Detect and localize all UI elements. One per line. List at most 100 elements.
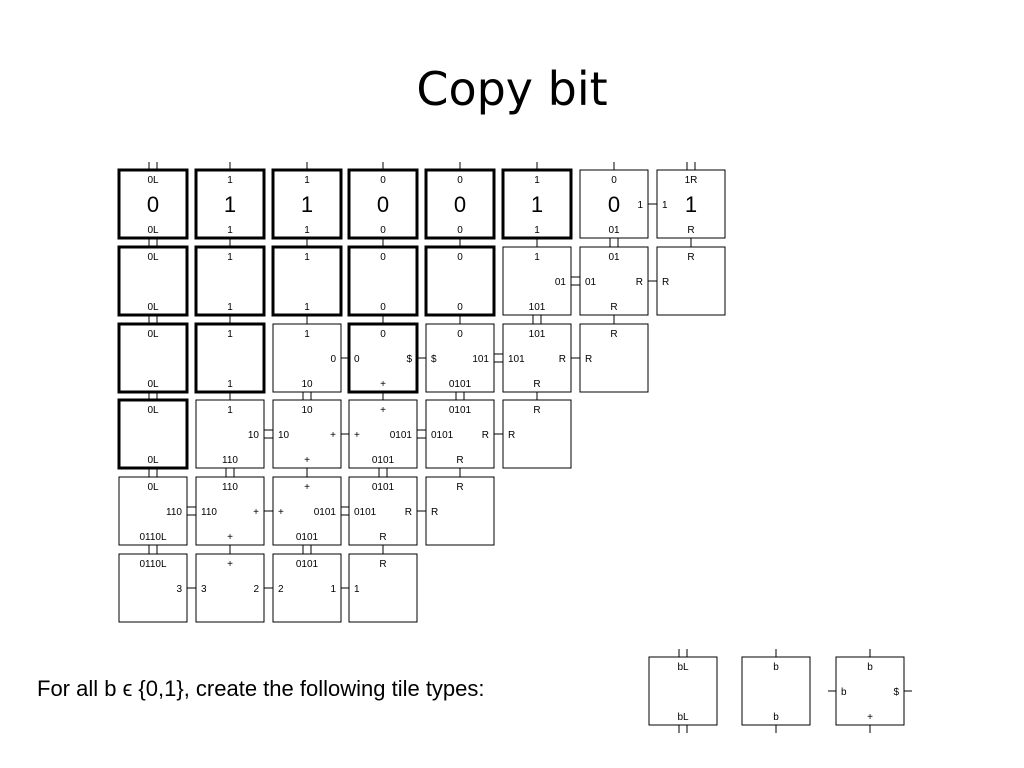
tile-bit-value: 1 <box>685 192 697 217</box>
tile-west-label: 0101 <box>431 430 454 441</box>
tile-north-label: 0L <box>147 482 159 493</box>
tile-east-label: 01 <box>555 277 567 288</box>
tile-north-label: bL <box>677 662 689 673</box>
tile-north-label: + <box>304 482 310 493</box>
tile-north-label: R <box>379 559 386 570</box>
tile-north-label: 0 <box>457 252 463 263</box>
seed-tile <box>194 168 266 240</box>
tile-north-label: 1 <box>227 252 233 263</box>
tile-east-label: R <box>405 507 412 518</box>
tile <box>348 399 418 469</box>
seed-tile <box>117 398 189 470</box>
tile-north-label: + <box>380 405 386 416</box>
tile-south-label: bL <box>677 712 689 723</box>
seed-tile <box>424 168 496 240</box>
seed-tile <box>117 168 189 240</box>
tile-west-label: 2 <box>278 584 284 595</box>
tile-west-label: 10 <box>278 430 290 441</box>
tile-south-label: 1 <box>227 302 233 313</box>
tile-north-label: 110 <box>222 482 238 493</box>
tile <box>502 399 572 469</box>
caption-text: For all b ϵ {0,1}, create the following … <box>37 676 485 701</box>
tile-south-label: 0L <box>147 302 159 313</box>
tile-west-label: 0101 <box>354 507 377 518</box>
tile <box>425 476 495 546</box>
tile-west-label: R <box>508 430 515 441</box>
tile-north-label: 0 <box>380 252 386 263</box>
tile <box>272 553 342 623</box>
tile-south-label: + <box>380 379 386 390</box>
tile <box>118 553 188 623</box>
tile-south-label: 1 <box>304 302 310 313</box>
tile-north-label: 1R <box>685 175 698 186</box>
tile-south-label: R <box>456 455 463 466</box>
tile-east-label: R <box>559 354 566 365</box>
tile-south-label: R <box>533 379 540 390</box>
tile-north-label: 0101 <box>449 405 472 416</box>
tile <box>648 656 718 726</box>
tile-north-label: 0L <box>147 252 159 263</box>
tile <box>656 246 726 316</box>
tile-bit-value: 0 <box>377 192 389 217</box>
tile-north-label: 0101 <box>372 482 395 493</box>
tile-south-label: + <box>227 532 233 543</box>
tile <box>425 323 495 393</box>
tile-west-label: + <box>278 507 284 518</box>
tile-east-label: 0101 <box>390 430 413 441</box>
tile-south-label: 0 <box>457 225 463 236</box>
tile-west-label: 110 <box>201 507 217 518</box>
tile-south-label: 0110L <box>139 532 167 543</box>
tile-west-label: + <box>354 430 360 441</box>
tile-north-label: 0 <box>611 175 617 186</box>
seed-tile <box>347 245 419 317</box>
tile-east-label: R <box>482 430 489 441</box>
tile <box>118 476 188 546</box>
tile-south-label: + <box>304 455 310 466</box>
tile-south-label: 0L <box>147 455 159 466</box>
tile-west-label: R <box>662 277 669 288</box>
tile-south-label: 0 <box>380 302 386 313</box>
tile-east-label: 0 <box>330 354 336 365</box>
tile-west-label: 1 <box>662 200 668 211</box>
tile-east-label: 10 <box>248 430 260 441</box>
tile-south-label: 0L <box>147 379 159 390</box>
tile <box>425 399 495 469</box>
tile-west-label: 1 <box>354 584 360 595</box>
tile-south-label: + <box>867 712 873 723</box>
tile-north-label: 01 <box>608 252 620 263</box>
tile <box>579 323 649 393</box>
tile-east-label: 101 <box>472 354 489 365</box>
tile-south-label: 101 <box>529 302 546 313</box>
tile-east-label: 110 <box>166 507 182 518</box>
tile-bit-value: 0 <box>454 192 466 217</box>
tile-north-label: b <box>773 662 779 673</box>
tile-east-label: 0101 <box>314 507 337 518</box>
tile-south-label: 1 <box>304 225 310 236</box>
tile-east-label: + <box>253 507 259 518</box>
tile-south-label: R <box>610 302 617 313</box>
tile-bit-value: 1 <box>224 192 236 217</box>
tile-west-label: 3 <box>201 584 207 595</box>
tile-north-label: 1 <box>534 252 540 263</box>
tile-south-label: 1 <box>227 225 233 236</box>
tile-north-label: 1 <box>227 175 233 186</box>
tile-west-label: R <box>585 354 592 365</box>
tile-north-label: 0101 <box>296 559 319 570</box>
tile-north-label: 0 <box>457 329 463 340</box>
tile-west-label: 101 <box>508 354 525 365</box>
tile-south-label: 01 <box>608 225 620 236</box>
tile <box>348 553 418 623</box>
tile-bit-value: 1 <box>531 192 543 217</box>
tile-north-label: b <box>867 662 873 673</box>
tile-south-label: 0 <box>380 225 386 236</box>
tile <box>502 246 572 316</box>
tile-north-label: R <box>533 405 540 416</box>
tile <box>195 476 265 546</box>
tile-north-label: 1 <box>534 175 540 186</box>
tile-west-label: b <box>841 687 847 698</box>
tile-north-label: 0 <box>457 175 463 186</box>
tile-south-label: R <box>379 532 386 543</box>
slide-title: Copy bit <box>416 62 608 116</box>
tile-east-label: 2 <box>253 584 259 595</box>
tile-north-label: 1 <box>304 329 310 340</box>
